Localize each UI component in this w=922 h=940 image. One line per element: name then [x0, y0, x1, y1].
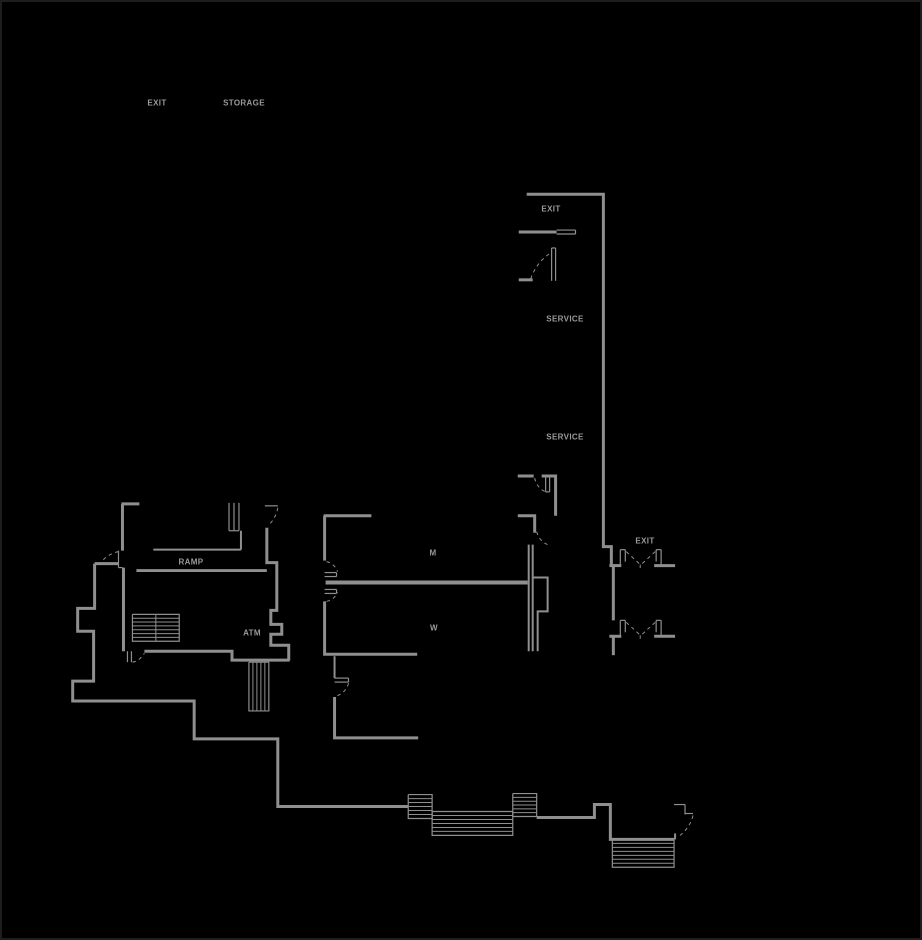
wall-line [144, 649, 290, 662]
door-swing-dashed [101, 551, 119, 562]
wall-line [265, 527, 291, 661]
room-label-atm: ATM [243, 628, 261, 638]
wall-line [333, 697, 419, 740]
room-label-exit-northwest: EXIT [147, 98, 167, 108]
room-label-exit-east: EXIT [635, 536, 655, 546]
door-swing-dashed [625, 551, 640, 564]
door-swing-dashed [679, 815, 694, 836]
wall-line [541, 474, 558, 516]
wall-line [71, 563, 409, 809]
stair-outline [248, 661, 270, 712]
room-label-storage: STORAGE [223, 98, 265, 108]
door-swing-dashed [641, 551, 656, 564]
room-label-exit-stairwell: EXIT [541, 204, 561, 214]
door-swing-dashed [336, 682, 349, 697]
room-label-ramp: RAMP [178, 557, 204, 567]
door-swing-dashed [625, 621, 640, 635]
stair-outline [611, 838, 675, 868]
door-swing-dashed [536, 531, 551, 547]
wall-line [532, 576, 549, 652]
wall-line [323, 601, 418, 656]
stair-outline [131, 613, 180, 642]
door-swing-dashed [534, 477, 546, 493]
room-label-service-upper: SERVICE [546, 314, 584, 324]
wall-line [517, 514, 537, 533]
door-swing-dashed [267, 507, 279, 527]
room-label-restroom-women: W [430, 623, 438, 633]
door-swing-dashed [641, 621, 656, 635]
door-swing-dashed [132, 652, 145, 663]
room-label-restroom-men: M [429, 548, 437, 558]
room-label-service-lower: SERVICE [546, 432, 584, 442]
wall-line [526, 192, 613, 566]
door-swing-dashed [326, 561, 339, 572]
door-swing-dashed [530, 252, 551, 279]
door-swing-dashed [326, 592, 338, 602]
